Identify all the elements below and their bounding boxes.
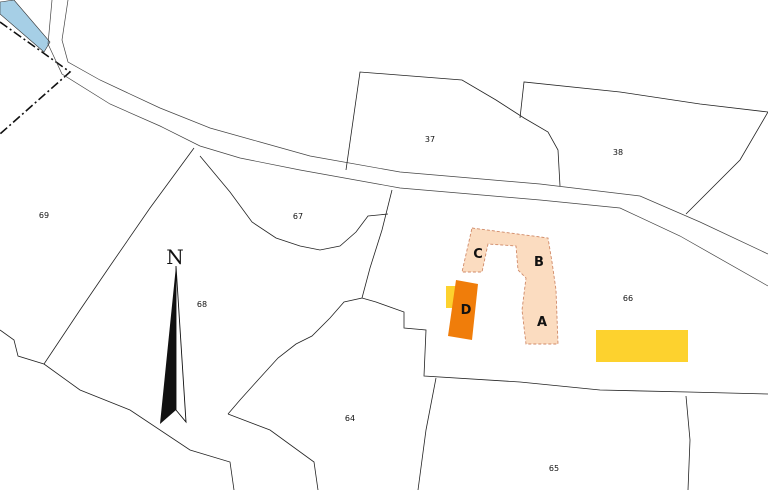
parcel-label-67: 67 bbox=[293, 212, 303, 221]
building-label-a: A bbox=[537, 315, 547, 330]
parcel-label-68: 68 bbox=[197, 300, 207, 309]
parcel-label-66: 66 bbox=[623, 294, 633, 303]
building-label-c: C bbox=[473, 247, 483, 262]
parcel-boundary-64 bbox=[227, 377, 437, 490]
parcel-boundary-south-west bbox=[43, 363, 235, 490]
road-south-edge bbox=[47, 0, 768, 287]
parcel-label-38: 38 bbox=[613, 148, 623, 157]
commune-boundary bbox=[0, 21, 72, 135]
yellow-zone-east bbox=[596, 330, 688, 362]
building-label-b: B bbox=[534, 255, 544, 270]
compass-north-label: N bbox=[166, 245, 184, 269]
water-channel bbox=[0, 0, 51, 53]
north-arrow-right-half bbox=[175, 265, 187, 424]
parcel-label-37: 37 bbox=[425, 135, 435, 144]
road-north-edge bbox=[61, 0, 768, 255]
parcel-label-64: 64 bbox=[345, 414, 355, 423]
parcel-boundary-67 bbox=[199, 155, 389, 251]
parcel-boundary-66-bottom bbox=[361, 297, 768, 395]
north-arrow-left-half bbox=[160, 266, 176, 424]
parcel-boundary-38 bbox=[519, 81, 768, 215]
north-arrow: N bbox=[160, 245, 187, 424]
parcel-boundary-69-left bbox=[0, 147, 195, 365]
parcel-boundary-65 bbox=[685, 395, 691, 490]
parcel-label-69: 69 bbox=[39, 211, 49, 220]
parcel-boundary-37 bbox=[345, 71, 561, 187]
building-a-b-c bbox=[461, 227, 559, 345]
parcel-label-65: 65 bbox=[549, 464, 559, 473]
parcel-boundary-68-66 bbox=[227, 189, 393, 415]
building-d bbox=[448, 280, 478, 340]
building-label-d: D bbox=[461, 303, 472, 318]
